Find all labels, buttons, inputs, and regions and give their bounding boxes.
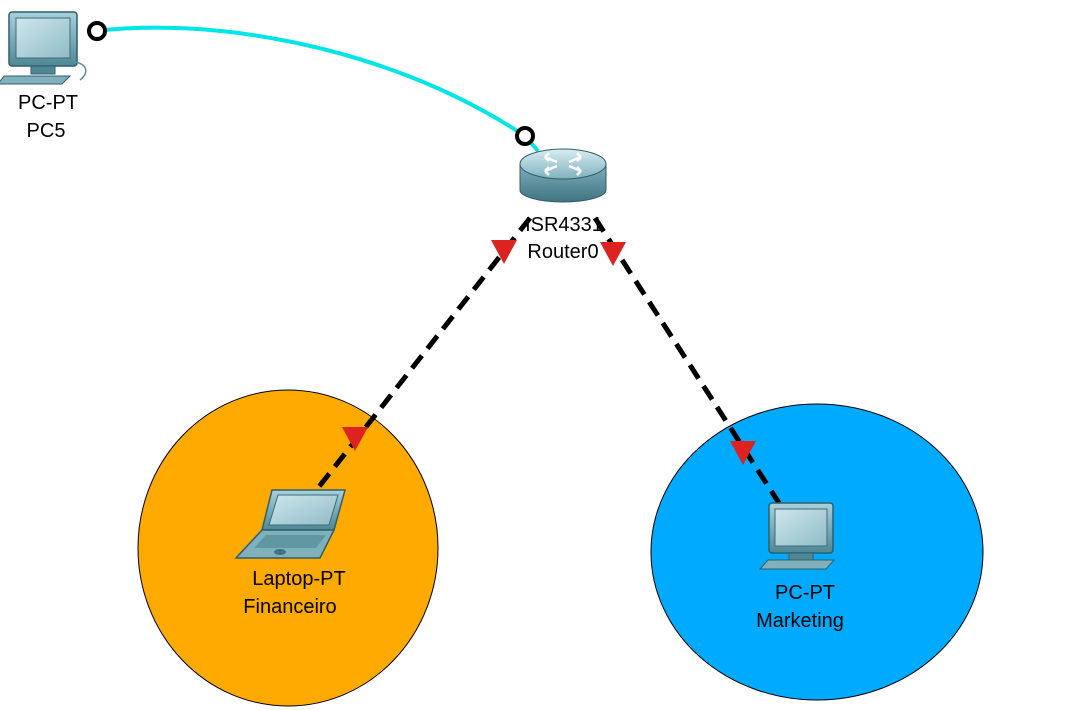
copper-link-router0-marketing[interactable] bbox=[592, 216, 782, 505]
device-name-label: PC5 bbox=[27, 120, 66, 142]
device-name-label: Financeiro bbox=[243, 596, 336, 618]
link-down-marker bbox=[491, 240, 517, 264]
device-model-label: PC-PT bbox=[18, 92, 78, 114]
copper-link-router0-financeiro[interactable] bbox=[316, 216, 532, 490]
laptop-icon bbox=[234, 489, 346, 559]
device-pc5[interactable]: PC-PT PC5 bbox=[0, 11, 87, 142]
console-cable[interactable] bbox=[96, 25, 527, 138]
device-name-label: Marketing bbox=[756, 610, 844, 632]
device-model-label: Laptop-PT bbox=[252, 568, 345, 590]
link-down-marker bbox=[342, 427, 368, 451]
copper-cable[interactable] bbox=[592, 216, 782, 505]
device-financeiro[interactable]: Laptop-PT Financeiro bbox=[234, 489, 346, 618]
router-icon bbox=[519, 148, 607, 203]
device-marketing[interactable]: PC-PT Marketing bbox=[756, 502, 844, 632]
desktop-pc-icon bbox=[0, 11, 87, 85]
device-name-label: Router0 bbox=[527, 241, 598, 263]
desktop-pc-icon bbox=[758, 502, 836, 570]
link-endpoint-pc5 bbox=[87, 21, 107, 41]
device-model-label: PC-PT bbox=[775, 582, 835, 604]
console-link-pc5-router0[interactable] bbox=[87, 21, 540, 153]
link-down-marker bbox=[730, 441, 756, 465]
device-router0[interactable]: ISR4331 Router0 bbox=[519, 148, 607, 263]
device-model-label: ISR4331 bbox=[525, 214, 603, 236]
link-down-marker bbox=[600, 242, 626, 266]
link-endpoint-router0 bbox=[515, 126, 535, 146]
